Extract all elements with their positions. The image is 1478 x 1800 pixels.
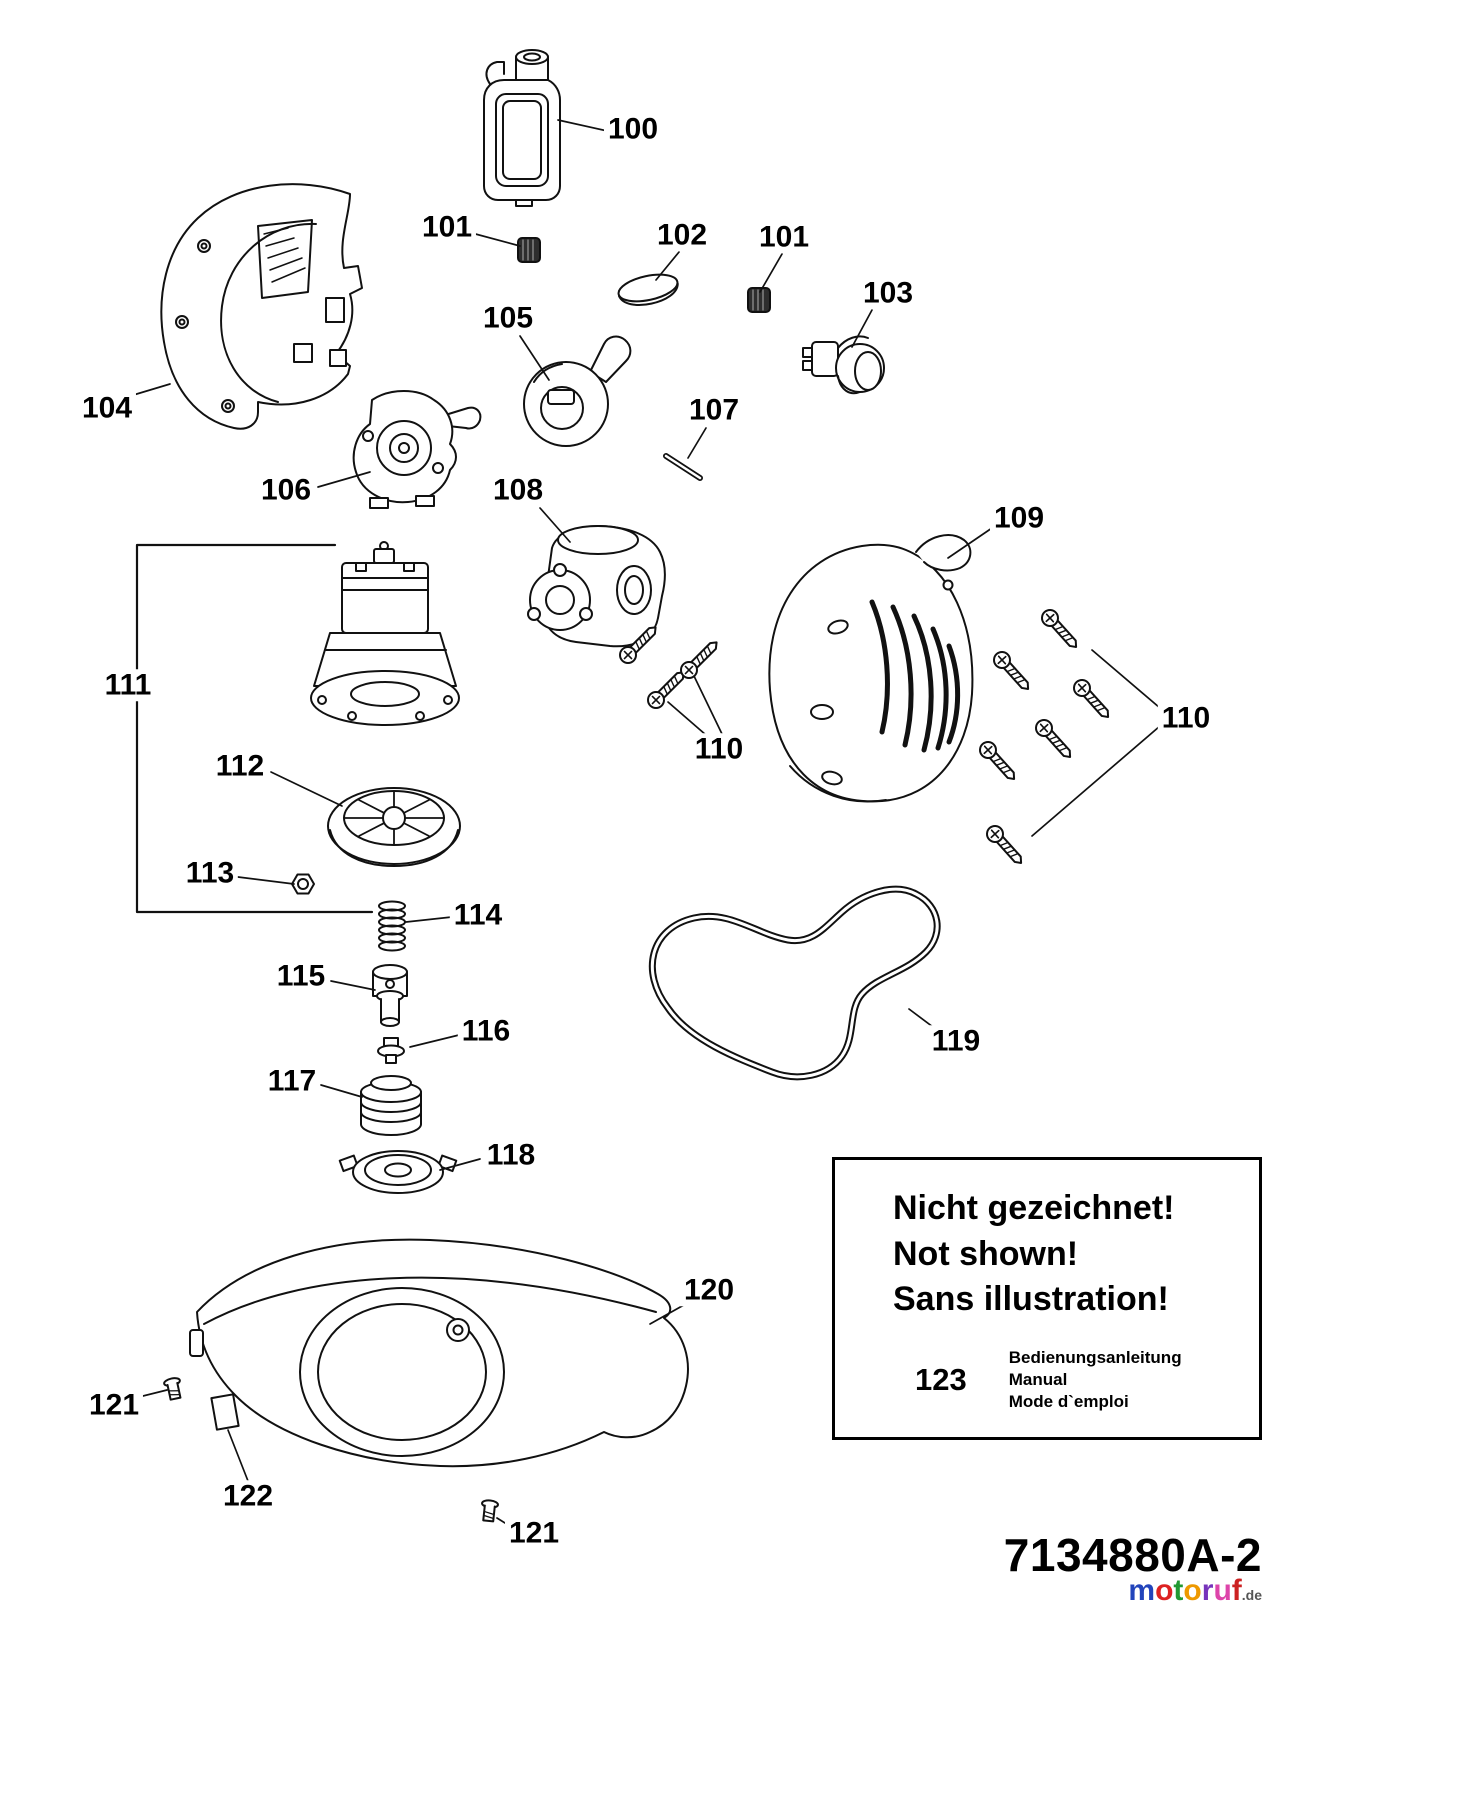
part-label-107: 107 xyxy=(684,394,744,426)
diagram-part-number: 7134880A-2 xyxy=(1003,1529,1262,1581)
part-label-117: 117 xyxy=(263,1065,321,1097)
part-label-100: 100 xyxy=(603,113,663,145)
part-label-118: 118 xyxy=(482,1139,540,1171)
part-label-116: 116 xyxy=(457,1015,515,1047)
part-104-housing-shell-left xyxy=(160,183,363,430)
part-102-cap xyxy=(617,273,679,306)
screws-110-right xyxy=(975,605,1116,870)
part-label-114: 114 xyxy=(449,899,507,931)
part-label-122: 122 xyxy=(218,1480,278,1512)
part-114-spring xyxy=(378,900,406,952)
manual-name-fr: Mode d`emploi xyxy=(1008,1391,1129,1411)
part-107-pin xyxy=(663,453,703,481)
part-label-110-right: 110 xyxy=(1157,702,1215,734)
part-119-wire-guard xyxy=(649,885,941,1081)
part-108-bearing-housing xyxy=(527,525,666,648)
part-106-gear-housing xyxy=(352,390,482,509)
not-shown-line-de: Nicht gezeichnet! xyxy=(893,1189,1175,1227)
motoruf-logo-suffix: .de xyxy=(1241,1587,1262,1603)
manual-name-en: Manual xyxy=(1008,1369,1068,1389)
part-label-101-left: 101 xyxy=(417,211,477,243)
part-116-fitting xyxy=(377,1037,405,1064)
logo-letter: o xyxy=(1155,1574,1174,1607)
motoruf-logo: motoruf.de xyxy=(1128,1576,1262,1606)
logo-letter: o xyxy=(1183,1574,1202,1607)
motoruf-logo-letters: motoruf xyxy=(1128,1574,1241,1607)
not-shown-item-123: 123 Bedienungsanleitung Manual Mode d`em… xyxy=(915,1347,1249,1413)
part-101-insert-right xyxy=(747,287,771,313)
manual-item-names: Bedienungsanleitung Manual Mode d`emploi xyxy=(1009,1347,1182,1413)
logo-letter: r xyxy=(1201,1574,1214,1607)
bracket-111 xyxy=(135,543,374,914)
part-118-spool-cap xyxy=(338,1150,458,1194)
part-120-blade-guard xyxy=(189,1238,689,1468)
not-shown-line-en: Not shown! xyxy=(893,1234,1079,1273)
part-label-113: 113 xyxy=(181,857,239,889)
part-101-insert-left xyxy=(517,237,541,263)
part-112-fan xyxy=(327,787,461,867)
part-100-mount-bracket xyxy=(483,49,561,207)
logo-letter: t xyxy=(1173,1574,1184,1607)
part-label-123: 123 xyxy=(915,1361,967,1397)
part-label-106: 106 xyxy=(256,474,316,506)
part-label-119: 119 xyxy=(927,1025,985,1057)
manual-name-de: Bedienungsanleitung xyxy=(1008,1347,1182,1367)
logo-letter: m xyxy=(1128,1574,1156,1607)
not-shown-box: Nicht gezeichnet! Not shown! Sans illust… xyxy=(832,1157,1262,1440)
not-shown-line-fr: Sans illustration! xyxy=(893,1280,1169,1319)
logo-letter: u xyxy=(1213,1574,1232,1607)
part-label-103: 103 xyxy=(858,277,918,309)
part-label-121-bottom: 121 xyxy=(504,1517,564,1549)
part-121-screw-bottom xyxy=(479,1498,500,1523)
part-label-105: 105 xyxy=(478,302,538,334)
part-label-112: 112 xyxy=(211,750,269,782)
part-117-spool xyxy=(360,1075,422,1136)
part-111-motor xyxy=(310,541,460,726)
part-label-115: 115 xyxy=(272,960,330,992)
part-label-104: 104 xyxy=(77,392,137,424)
part-label-120: 120 xyxy=(679,1274,739,1306)
part-121-screw-left xyxy=(162,1375,185,1402)
part-label-111: 111 xyxy=(100,669,156,701)
part-105-knob xyxy=(523,335,632,447)
part-103-switch xyxy=(802,335,885,395)
part-113-nut xyxy=(291,873,315,895)
part-label-109: 109 xyxy=(989,502,1049,534)
part-109-housing-shell-right xyxy=(768,534,974,803)
part-122-plate xyxy=(210,1393,240,1431)
part-label-108: 108 xyxy=(488,474,548,506)
part-label-110-left: 110 xyxy=(690,733,748,765)
part-label-121-left: 121 xyxy=(84,1389,144,1421)
part-label-101-right: 101 xyxy=(754,221,814,253)
part-115-drive-bolt xyxy=(372,964,408,1027)
part-label-102: 102 xyxy=(652,219,712,251)
logo-letter: f xyxy=(1231,1574,1242,1607)
